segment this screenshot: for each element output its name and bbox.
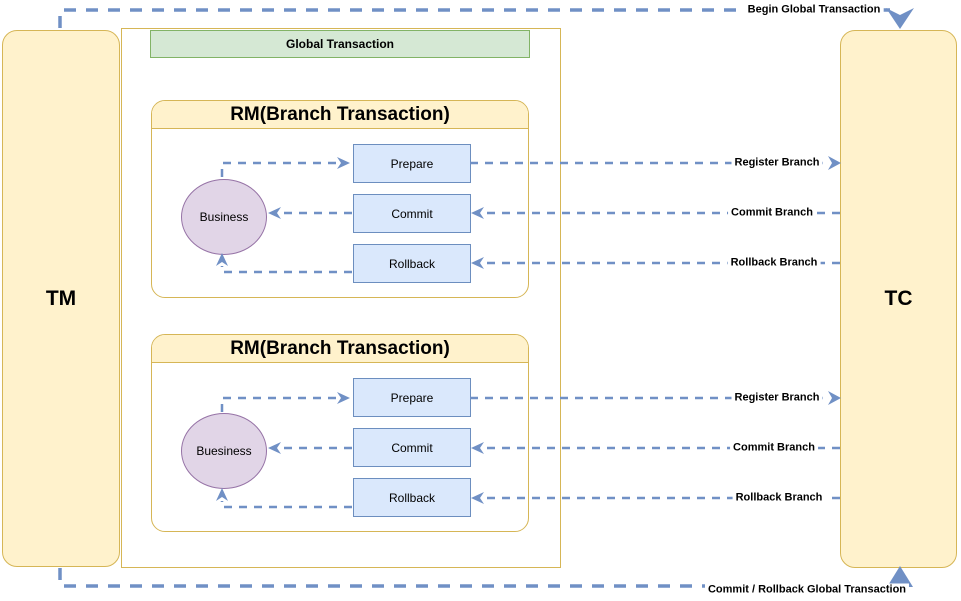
rm1-commit-label: Commit: [391, 206, 433, 221]
begin-global-transaction-label: Begin Global Transaction: [744, 3, 884, 17]
commit-rollback-global-transaction-label: Commit / Rollback Global Transaction: [704, 583, 910, 597]
rm1-business-label: Business: [199, 210, 249, 224]
rm2-register-branch-label: Register Branch: [731, 391, 823, 405]
tm-label: TM: [45, 286, 77, 310]
rm1-rollback-label: Rollback: [388, 256, 436, 271]
rm2-rollback-branch-label: Rollback Branch: [732, 491, 826, 505]
rm2-prepare-box: Prepare: [353, 378, 471, 417]
rm2-commit-box: Commit: [353, 428, 471, 467]
rm-branch-1-header: RM(Branch Transaction): [152, 101, 528, 129]
rm2-commit-label: Commit: [391, 440, 433, 455]
rm1-rollback-branch-label: Rollback Branch: [727, 256, 821, 270]
global-transaction-label: Global Transaction: [285, 37, 395, 51]
rm-branch-1-title: RM(Branch Transaction): [230, 103, 450, 125]
rm1-rollback-box: Rollback: [353, 244, 471, 283]
rm-branch-2-title: RM(Branch Transaction): [230, 337, 450, 359]
rm1-prepare-label: Prepare: [390, 156, 434, 171]
rm-branch-1: RM(Branch Transaction) Business Prepare …: [151, 100, 529, 298]
rm2-commit-branch-label: Commit Branch: [730, 441, 818, 455]
rm1-commit-box: Commit: [353, 194, 471, 233]
rm-branch-2-header: RM(Branch Transaction): [152, 335, 528, 363]
rm1-prepare-box: Prepare: [353, 144, 471, 183]
arrow-down-icon: [886, 8, 914, 29]
transaction-manager-node: TM: [2, 30, 120, 567]
transaction-coordinator-node: TC: [840, 30, 957, 568]
rm2-business-circle: Buesiness: [181, 413, 267, 489]
rm-branch-2: RM(Branch Transaction) Buesiness Prepare…: [151, 334, 529, 532]
rm2-business-label: Buesiness: [196, 444, 252, 458]
global-transaction-header: Global Transaction: [150, 30, 530, 58]
tc-label: TC: [884, 287, 913, 310]
rm2-prepare-label: Prepare: [390, 390, 434, 405]
rm1-register-branch-label: Register Branch: [731, 156, 823, 170]
rm2-rollback-label: Rollback: [388, 490, 436, 505]
rm2-rollback-box: Rollback: [353, 478, 471, 517]
rm1-business-circle: Business: [181, 179, 267, 255]
rm1-commit-branch-label: Commit Branch: [728, 206, 816, 220]
